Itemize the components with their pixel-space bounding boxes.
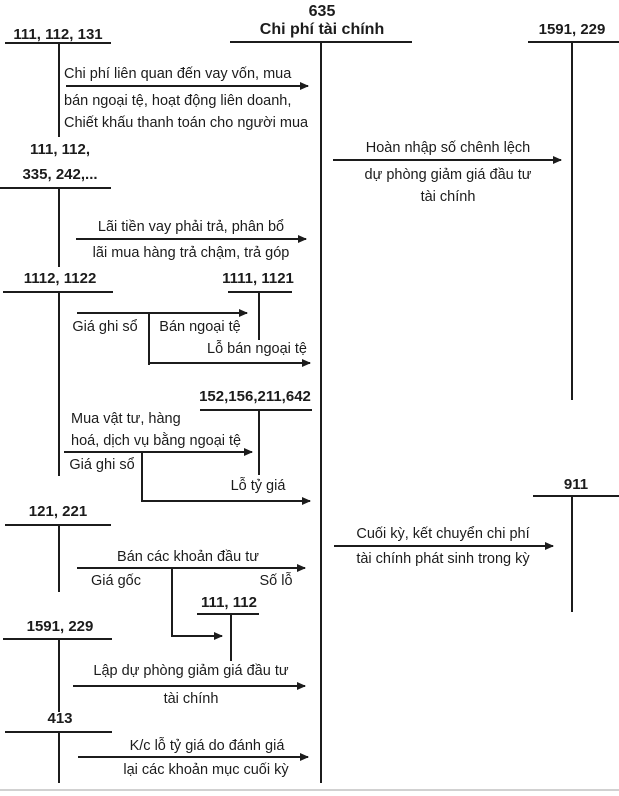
divider-buy-fx <box>141 451 143 502</box>
flow-buy-fx-book-value: Giá ghi sổ <box>69 457 135 473</box>
t-stem-111-112-131 <box>58 42 60 137</box>
t-stem-111-112-small <box>230 613 232 661</box>
account-number-911: 911 <box>563 476 589 493</box>
flow-make-provision-line2: tài chính <box>163 691 219 707</box>
t-stem-1111-1121 <box>258 291 260 340</box>
account-number-335-242-line2: 335, 242,... <box>22 166 98 183</box>
flow-sell-investments-title: Bán các khoản đầu tư <box>117 549 259 565</box>
connector-sell-investments-vertical <box>171 567 173 637</box>
t-bar-1591-229-right <box>528 41 619 43</box>
arrow-buy-fx-loss <box>142 497 311 505</box>
arrow-sell-investments <box>77 564 306 572</box>
flow-make-provision-line1: Lập dự phòng giảm giá đầu tư <box>93 663 289 679</box>
arrow-sell-investments-to-cash <box>171 632 223 640</box>
account-number-111-112-line1: 111, 112, <box>29 141 91 158</box>
flow-sell-fx-loss: Lỗ bán ngoại tệ <box>207 341 307 357</box>
t-stem-911 <box>571 495 573 612</box>
flow-buy-fx-loss: Lỗ tỷ giá <box>230 478 286 494</box>
account-number-152-156-211-642: 152,156,211,642 <box>199 388 311 405</box>
t-stem-335-242 <box>58 187 60 267</box>
account-number-111-112-131: 111, 112, 131 <box>13 26 103 43</box>
flow-fx-revaluation-line2: lại các khoản mục cuối kỳ <box>123 762 289 778</box>
t-bar-1111-1121 <box>228 291 292 293</box>
t-bar-111-112-small <box>197 613 259 615</box>
t-bar-335-242 <box>0 187 111 189</box>
arrow-make-provision <box>73 682 306 690</box>
flow-provision-reversal-line2: dự phòng giảm giá đầu tư <box>364 167 532 183</box>
arrow-borrowing-costs <box>66 82 309 90</box>
account-number-413: 413 <box>47 710 73 727</box>
t-stem-1591-229-right <box>571 41 573 400</box>
flow-period-end-line1: Cuối kỳ, kết chuyển chi phí <box>356 526 530 542</box>
flow-sell-fx-action: Bán ngoại tệ <box>159 319 241 335</box>
account-number-111-112-small: 111, 112 <box>201 594 257 611</box>
t-bar-152-156-211-642 <box>200 409 312 411</box>
account-number-635: 635 <box>308 3 336 20</box>
flow-borrowing-costs-line2: bán ngoại tệ, hoạt động liên doanh, <box>64 93 292 109</box>
flow-borrowing-costs-line1: Chi phí liên quan đến vay vốn, mua <box>64 66 292 82</box>
arrow-sell-fx <box>77 309 248 317</box>
flow-loan-interest-line2: lãi mua hàng trả chậm, trả góp <box>92 245 290 261</box>
t-stem-1112-1122 <box>58 291 60 476</box>
account-number-1112-1122: 1112, 1122 <box>23 270 97 287</box>
arrow-fx-revaluation <box>78 753 309 761</box>
arrow-loan-interest <box>76 235 307 243</box>
t-bar-1591-229-left <box>3 638 112 640</box>
flow-buy-fx-line2: hoá, dịch vụ bằng ngoại tệ <box>71 433 242 449</box>
flow-sell-investments-loss: Số lỗ <box>259 573 293 589</box>
divider-sell-fx <box>148 312 150 365</box>
flow-loan-interest-line1: Lãi tiền vay phải trả, phân bổ <box>97 219 285 235</box>
t-stem-635 <box>320 41 322 783</box>
page-scan-edge <box>0 789 619 791</box>
arrow-period-end-transfer <box>334 542 554 550</box>
arrow-buy-fx <box>64 448 253 456</box>
t-stem-413 <box>58 731 60 783</box>
t-stem-1591-229-left <box>58 638 60 712</box>
flow-provision-reversal-line1: Hoàn nhập số chênh lệch <box>365 140 531 156</box>
flow-period-end-line2: tài chính phát sinh trong kỳ <box>356 551 530 567</box>
flow-sell-investments-cost: Giá gốc <box>91 573 141 589</box>
account-number-1111-1121: 1111, 1121 <box>222 270 294 287</box>
t-stem-121-221 <box>58 524 60 592</box>
account-number-1591-229-right: 1591, 229 <box>538 21 606 38</box>
arrow-sell-fx-loss <box>150 359 311 367</box>
t-stem-152-156-211-642 <box>258 409 260 475</box>
arrow-provision-reversal <box>333 156 562 164</box>
flow-sell-fx-book-value: Giá ghi sổ <box>72 319 138 335</box>
flow-buy-fx-line1: Mua vật tư, hàng <box>71 411 181 427</box>
t-bar-911 <box>533 495 619 497</box>
flow-provision-reversal-line3: tài chính <box>420 189 476 205</box>
flow-fx-revaluation-line1: K/c lỗ tỷ giá do đánh giá <box>129 738 285 754</box>
flow-borrowing-costs-line3: Chiết khấu thanh toán cho người mua <box>64 115 309 131</box>
account-name-635: Chi phí tài chính <box>259 21 385 38</box>
account-number-1591-229-left: 1591, 229 <box>26 618 94 635</box>
account-number-121-221: 121, 221 <box>28 503 88 520</box>
